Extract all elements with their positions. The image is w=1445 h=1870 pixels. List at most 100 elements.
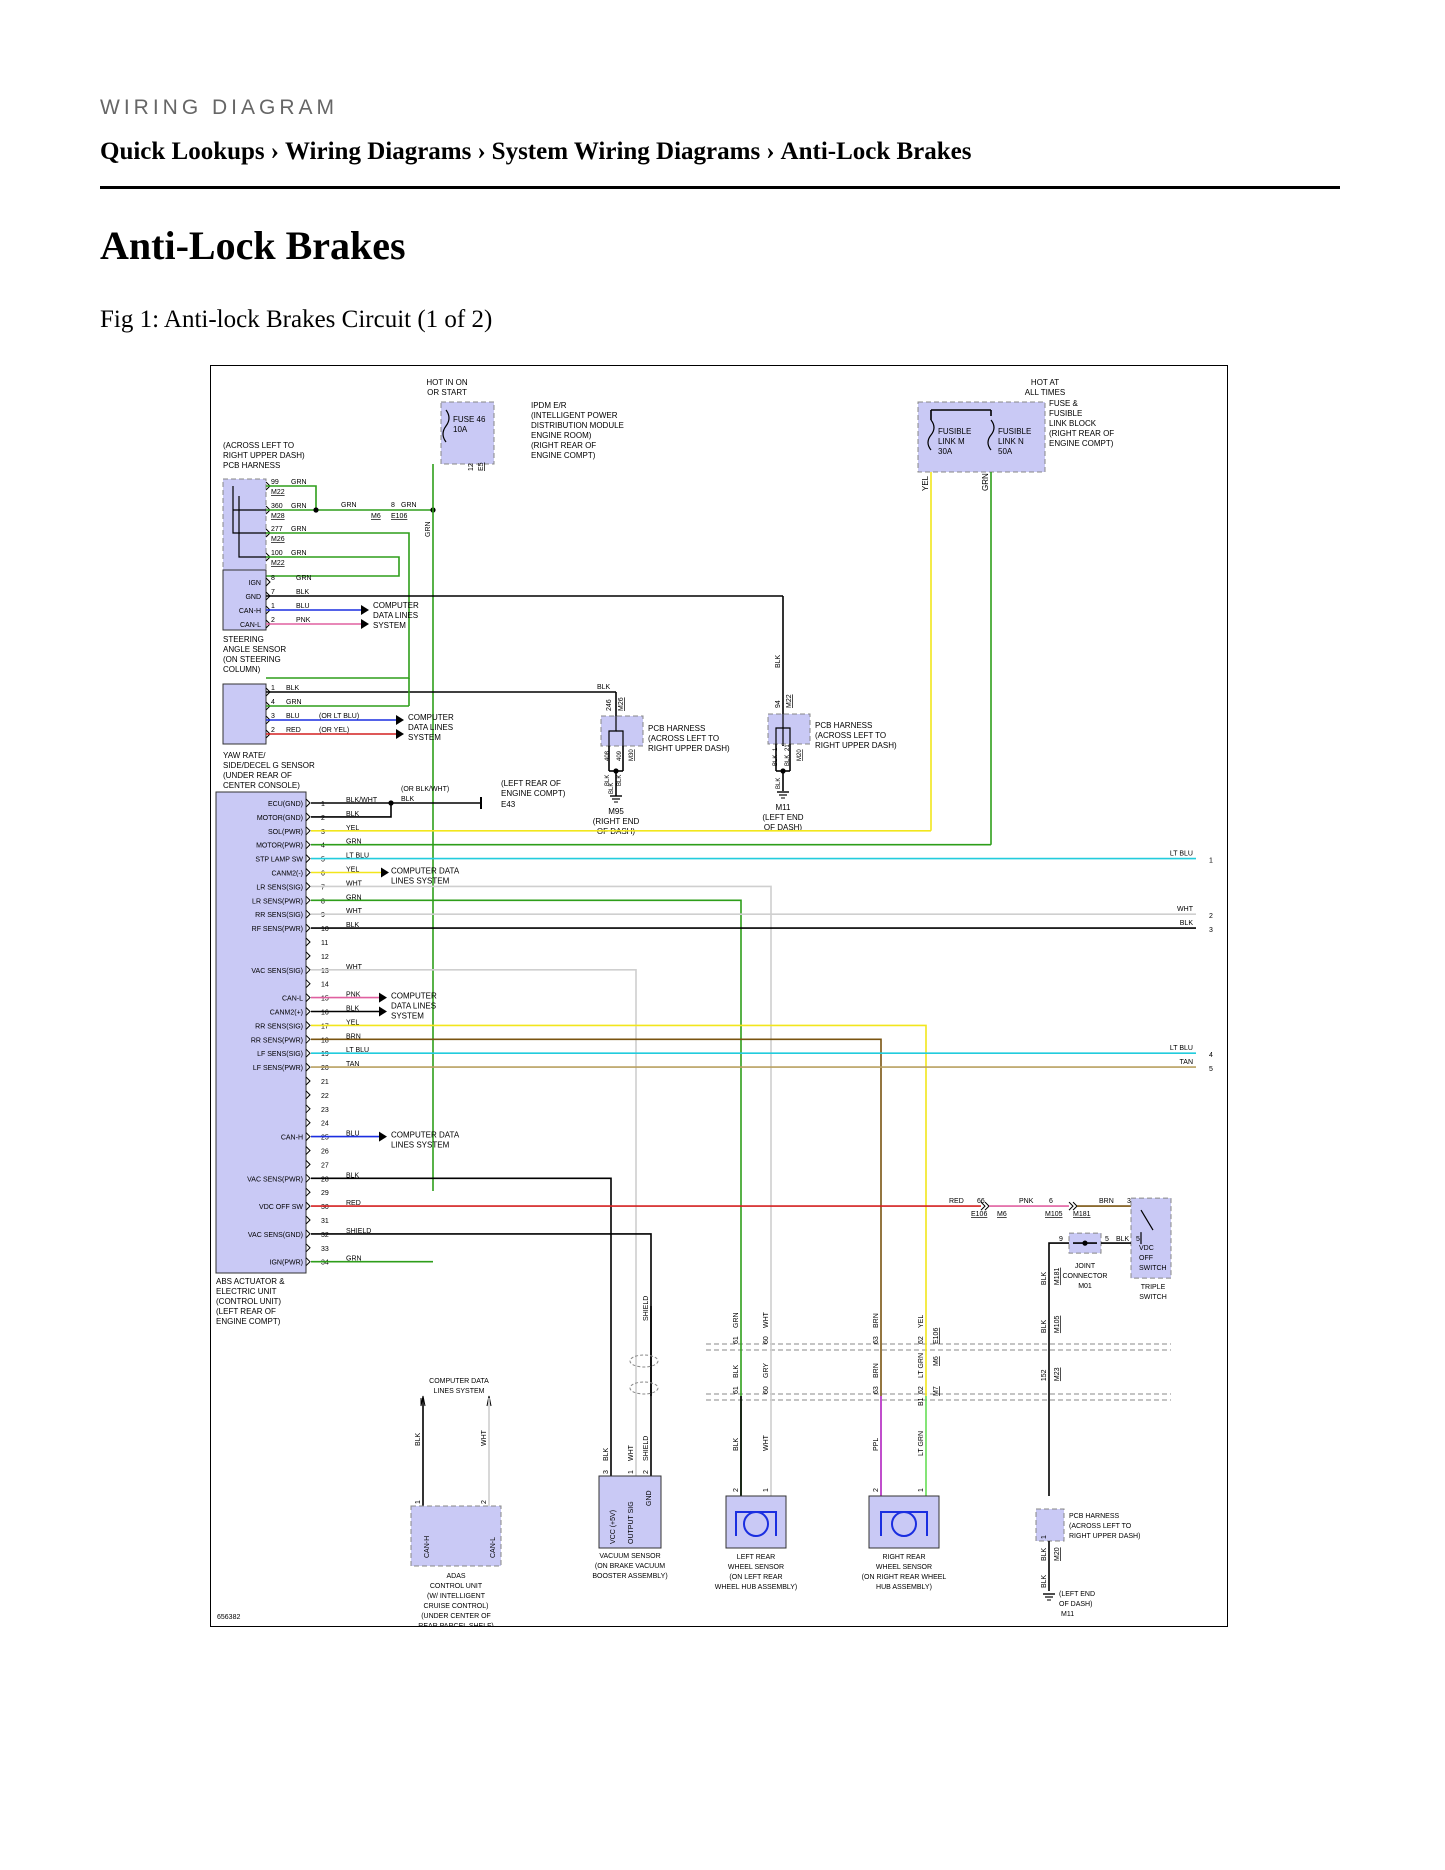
abs-pin-chevron — [305, 895, 311, 905]
abs-pin-name: RR SENS(PWR) — [251, 1037, 303, 1044]
blk-wire-label: BLK — [1116, 1236, 1130, 1243]
pcb-harness-top-connector: M28 — [271, 513, 285, 520]
ipdm-er-label: ENGINE COMPT) — [531, 451, 596, 460]
abs-pin-chevron — [305, 1090, 311, 1100]
pcb-harness-top-wire-label: GRN — [291, 479, 307, 486]
pcb-harness-top-connector: M26 — [271, 536, 285, 543]
e43-location-label: (LEFT REAR OF — [501, 779, 561, 788]
abs-pin-chevron — [305, 1034, 311, 1044]
fusible-link-m-label: LINK M — [938, 437, 965, 446]
ipdm-er-label: ENGINE ROOM) — [531, 431, 592, 440]
red-wire-label: RED — [949, 1198, 964, 1205]
yaw-rate-sensor-label: (UNDER REAR OF — [223, 771, 292, 780]
blk-wire-label: BLK — [609, 783, 615, 794]
breadcrumb-anti-lock-brakes[interactable]: Anti-Lock Brakes — [780, 138, 972, 165]
right-rear-wheel-sensor-label: HUB ASSEMBLY) — [876, 1584, 932, 1591]
e43-ground-label: E43 — [501, 800, 516, 809]
abs-pin-chevron — [305, 937, 311, 947]
vacuum-pin: 3 — [603, 1470, 610, 1474]
splice-dot — [388, 800, 394, 806]
abs-pin-number: 27 — [321, 1162, 329, 1169]
pcb-internal-splice — [783, 727, 791, 744]
off-page-wire-label: LT BLU — [1170, 1045, 1193, 1052]
steering-chevron — [265, 577, 271, 587]
pcb-mid-pin: 408 — [605, 750, 611, 761]
pcb-harness-top-wire-label: GRN — [291, 503, 307, 510]
blk-wire-label: BLK — [415, 1432, 422, 1446]
yel-wire-label: YEL — [918, 1315, 925, 1328]
wht-wire — [311, 968, 637, 1476]
abs-actuator-label: ABS ACTUATOR & — [216, 1277, 285, 1286]
fuse-46-icon — [442, 409, 450, 443]
pcb-internal-splice — [608, 716, 617, 746]
left-rear-pin: 2 — [733, 1488, 740, 1492]
computer-data-lines-label: LINES SYSTEM — [391, 1141, 450, 1150]
off-page-reference: 2 — [1209, 913, 1213, 920]
computer-data-lines-label: DATA LINES — [391, 1002, 436, 1011]
vacuum-pin-name: OUTPUT SIG — [628, 1501, 635, 1544]
pcb-harness-mid-label: PCB HARNESS — [648, 724, 705, 733]
abs-pin-name: VAC SENS(GND) — [248, 1232, 303, 1239]
ground-vdc-location: OF DASH) — [1059, 1601, 1092, 1608]
steering-pin: 7 — [271, 589, 275, 596]
connector-pin: 5 — [1105, 1236, 1109, 1243]
abs-pin-name: CAN-L — [282, 996, 303, 1003]
abs-pin-name: SOL(PWR) — [268, 829, 303, 836]
connector-id: M181 — [1073, 1211, 1091, 1218]
pcb-harness-mid-label: RIGHT UPPER DASH) — [648, 744, 730, 753]
abs-pin-chevron — [305, 826, 311, 836]
abs-wire-label: BLK — [346, 1172, 360, 1179]
left-rear-pin: 1 — [763, 1488, 770, 1492]
abs-pin-chevron — [305, 1132, 311, 1141]
ipdm-er-label: IPDM E/R — [531, 401, 567, 410]
off-page-wire-label: WHT — [1177, 906, 1194, 913]
abs-pin-number: 25 — [321, 1135, 329, 1142]
abs-wire-label: RED — [346, 1200, 361, 1207]
breadcrumb-quick-lookups[interactable]: Quick Lookups — [100, 138, 265, 165]
ppl-wire-label: PPL — [873, 1438, 880, 1451]
blk-wire-label: BLK — [1041, 1320, 1048, 1334]
pcb-internal-splice — [238, 496, 266, 558]
pcb-harness-top-label: RIGHT UPPER DASH) — [223, 451, 305, 460]
abs-pin-number: 17 — [321, 1023, 329, 1030]
steering-pin: 8 — [271, 575, 275, 582]
abs-pin-chevron — [305, 923, 311, 933]
wheel-sensor-icon — [880, 1511, 928, 1536]
computer-data-lines-label: COMPUTER — [373, 601, 419, 610]
abs-pin-chevron — [305, 951, 311, 961]
computer-data-lines-label: SYSTEM — [408, 733, 441, 742]
computer-data-lines-label: COMPUTER — [391, 992, 437, 1001]
pcb-right-connector: M20 — [797, 749, 803, 761]
abs-pin-number: 32 — [321, 1232, 329, 1239]
vacuum-pin: 2 — [643, 1470, 650, 1474]
abs-pin-chevron — [305, 798, 311, 808]
abs-pin-number: 21 — [321, 1079, 329, 1086]
abs-wire-label: BLK/WHT — [346, 797, 378, 804]
data-line-arrow — [381, 867, 389, 878]
splice-dot — [1082, 1240, 1088, 1246]
connector-pin: 60 — [763, 1386, 770, 1394]
connector-id: E106 — [971, 1211, 987, 1218]
data-line-arrow — [361, 605, 369, 615]
blk-wire-label: BLK — [597, 684, 611, 691]
blk-wire-label: BLK — [1041, 1272, 1048, 1286]
adas-control-unit-label: ADAS — [446, 1573, 465, 1580]
data-line-arrow — [379, 1006, 387, 1017]
pcb-harness-vdc-label: (ACROSS LEFT TO — [1069, 1523, 1132, 1530]
breadcrumb-wiring-diagrams[interactable]: Wiring Diagrams — [285, 138, 472, 165]
gry-wire-label: GRY — [763, 1363, 770, 1378]
grn-wire-label: GRN — [401, 502, 417, 509]
off-page-wire-label: BLK — [1180, 920, 1194, 927]
blk-wire-label: BLK — [733, 1364, 740, 1378]
abs-pin-number: 31 — [321, 1218, 329, 1225]
pcb-harness-top-connector: M22 — [271, 489, 285, 496]
brn-wire-label: BRN — [1099, 1198, 1114, 1205]
steering-pin-name: IGN — [249, 580, 261, 587]
left-rear-wheel-sensor-label: WHEEL SENSOR — [728, 1564, 784, 1571]
breadcrumb-system-wiring-diagrams[interactable]: System Wiring Diagrams — [491, 138, 761, 165]
pcb-harness-top-label: PCB HARNESS — [223, 461, 280, 470]
wheel-sensor-icon — [735, 1511, 777, 1536]
vacuum-pin: 1 — [628, 1470, 635, 1474]
pcb-harness-top-wire-label: GRN — [291, 526, 307, 533]
right-rear-wheel-sensor-label: (ON RIGHT REAR WHEEL — [862, 1574, 947, 1581]
